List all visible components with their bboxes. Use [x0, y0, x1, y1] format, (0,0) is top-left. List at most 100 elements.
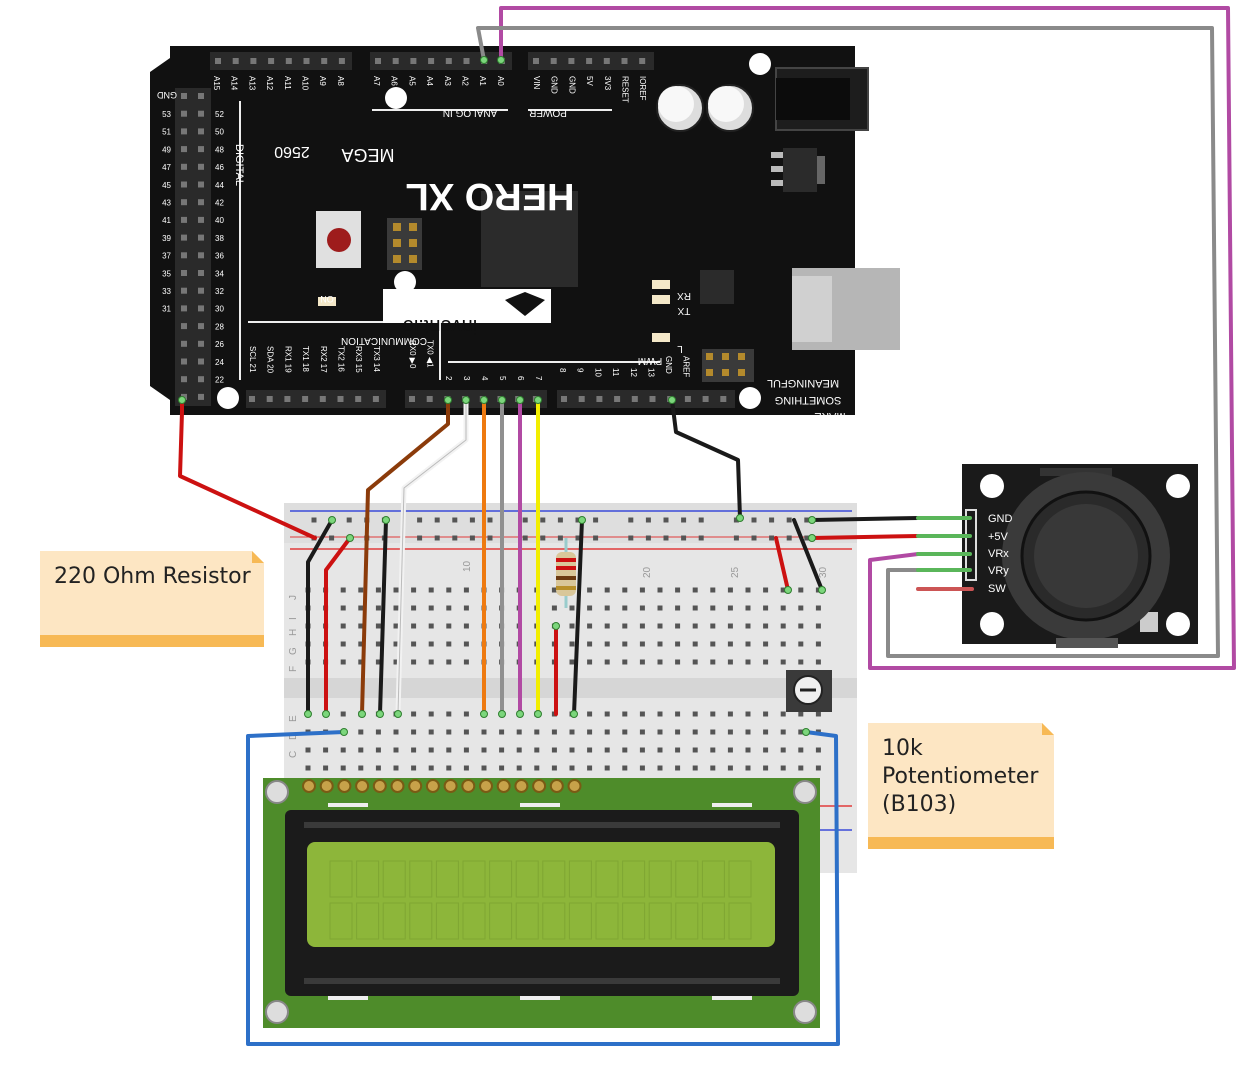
pin-label: TX3 14 [372, 346, 381, 372]
pin-label: 41 [162, 216, 171, 225]
pin-label: 31 [162, 305, 171, 314]
pin-label: A2 [461, 76, 470, 86]
row-label-e: E [288, 715, 299, 722]
wire-red-pot [774, 536, 790, 592]
pin-label: 4 [480, 376, 489, 381]
lcd-screen [307, 842, 775, 947]
row-label-i: I [288, 617, 299, 620]
pin-label: A11 [283, 76, 292, 90]
wire-red-joy [810, 534, 920, 540]
col-label-25: 25 [730, 566, 741, 578]
wire-grey-a1 [476, 26, 1220, 658]
tx-led [652, 295, 670, 304]
note-resistor: 220 Ohm Resistor [40, 551, 264, 647]
col-label-10: 10 [462, 560, 473, 572]
row-label-c: C [288, 751, 299, 758]
pin-label: 12 [629, 368, 638, 377]
row-label-g: G [288, 647, 299, 655]
row-label-f: F [288, 666, 299, 672]
note-potentiometer: 10k Potentiometer (B103) [868, 723, 1054, 849]
pin-label: 26 [215, 340, 224, 349]
pin-label: 11 [611, 368, 620, 377]
pin-label: A4 [425, 76, 434, 86]
slogan-meaningful: MEANINGFUL [767, 377, 839, 389]
pin-label: A13 [247, 76, 256, 91]
label-pwm: PWM [638, 355, 662, 366]
pin-label: 38 [215, 234, 224, 243]
pin-label: 2 [444, 376, 453, 381]
label-communication: COMMUNICATION [341, 335, 427, 346]
label-gnd: GND [157, 90, 178, 100]
joystick-pin-sw: SW [988, 583, 1006, 595]
pin-label: 10 [593, 368, 602, 377]
pin-label: A8 [336, 76, 345, 86]
pin-label: 48 [215, 145, 224, 154]
pin-label: GND [550, 76, 559, 94]
pin-label: 51 [162, 128, 171, 137]
wires [178, 6, 1236, 1046]
label-power: POWER [529, 107, 567, 118]
pin-label: RESET [621, 76, 630, 103]
pin-label: GND [567, 76, 576, 94]
pin-label: 35 [162, 269, 171, 278]
lcd-16x2 [263, 778, 820, 1028]
board-model-2560: 2560 [274, 143, 310, 160]
label-rx: RX [677, 290, 691, 301]
pin-label: 3V3 [603, 76, 612, 91]
pin-label: 34 [215, 269, 224, 278]
l-led [652, 333, 670, 342]
pin-label: 37 [162, 252, 171, 261]
rx-led [652, 280, 670, 289]
col-label-20: 20 [642, 566, 653, 578]
note-potentiometer-text: 10k Potentiometer (B103) [882, 736, 1039, 817]
mount-hole [749, 53, 771, 75]
pin-label: 28 [215, 322, 224, 331]
wire-red-bb2 [324, 536, 352, 716]
pin-label: 5V [585, 76, 594, 86]
pin-label: TX0 ◀1 [426, 340, 435, 368]
pin-label: A5 [407, 76, 416, 86]
board-brand: HERO XL [406, 175, 575, 217]
pin-label: RX3 15 [354, 346, 363, 373]
pin-label: A14 [230, 76, 239, 91]
label-l: L [677, 343, 683, 354]
pin-label: A1 [478, 76, 487, 86]
pin-label: 40 [215, 216, 224, 225]
pin-label: 5 [498, 376, 507, 381]
label-analog-in: ANALOG IN [443, 107, 497, 118]
pin-label: RX1 19 [283, 346, 292, 373]
col-label-30: 30 [818, 566, 829, 578]
wire-blue-lcd [246, 730, 840, 1046]
pin-label: 8 [558, 368, 567, 373]
wire-purple-a0 [499, 6, 1236, 670]
pin-label: A3 [443, 76, 452, 86]
pin-label: 24 [215, 358, 224, 367]
logo-mark-icon [505, 292, 545, 316]
pin-label: VIN [532, 76, 541, 90]
pin-label: A7 [372, 76, 381, 86]
joystick-pin-vrx: VRx [988, 548, 1009, 560]
on-led [318, 297, 336, 306]
pin-label: TX1 18 [301, 346, 310, 372]
pin-label: 32 [215, 287, 224, 296]
pin-label: 13 [647, 368, 656, 377]
wire-black-bb1 [306, 518, 334, 716]
pin-label: A10 [301, 76, 310, 91]
pin-label: 6 [516, 376, 525, 381]
label-digital: DIGITAL [233, 144, 245, 186]
mount-hole [385, 87, 407, 109]
row-label-j: J [288, 595, 299, 600]
pin-label: 22 [215, 376, 224, 385]
pin-label: A15 [212, 76, 221, 91]
pin-label: 33 [162, 287, 171, 296]
board-logo: invent.io [403, 315, 478, 337]
pin-label: 30 [215, 305, 224, 314]
wire-red-5v [178, 398, 317, 540]
note-resistor-text: 220 Ohm Resistor [54, 564, 251, 589]
pin-label: 50 [215, 128, 224, 137]
pin-label: 43 [162, 199, 171, 208]
wire-black-bb4 [572, 518, 584, 716]
pin-label: 3 [462, 376, 471, 381]
board-model-mega: MEGA [341, 145, 394, 165]
